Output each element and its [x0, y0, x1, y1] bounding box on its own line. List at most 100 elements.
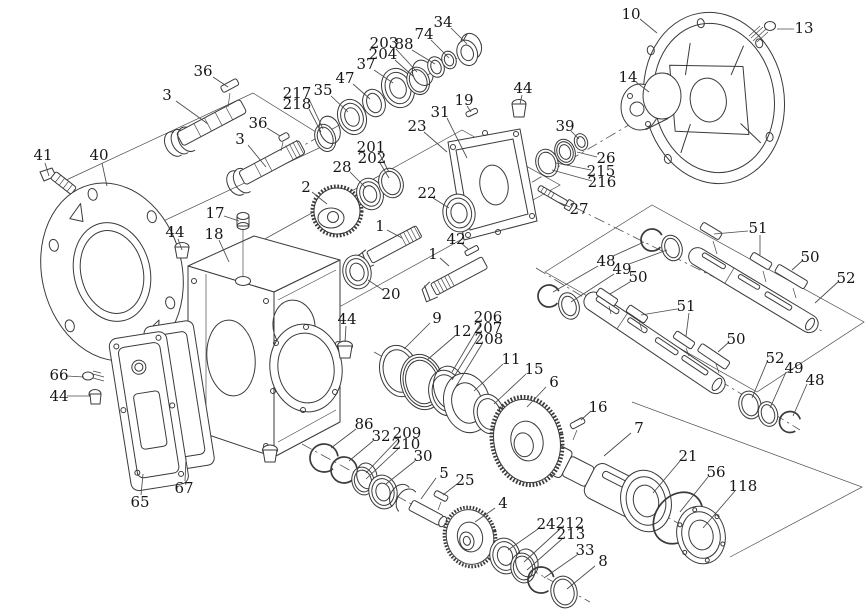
plug-part-44-right [337, 340, 353, 359]
leader-line-1 [386, 229, 403, 239]
seal-part-8 [550, 575, 578, 609]
plug-part-44-far-left [88, 389, 102, 405]
bearing-part-118 [676, 505, 726, 565]
leader-line-56 [679, 476, 709, 513]
callout-label-1: 1 [428, 245, 438, 263]
ring-part-47 [362, 88, 386, 118]
shift-rail-part-52-top [688, 222, 819, 334]
leader-line-26 [576, 151, 598, 158]
callout-label-11: 11 [501, 350, 520, 368]
callout-label-204: 204 [369, 45, 398, 63]
callout-label-44: 44 [49, 387, 68, 405]
end-flange-part-40 [40, 182, 184, 362]
leader-line-52 [814, 281, 839, 304]
bevel-pinion-part-5 [389, 483, 448, 528]
callout-label-4: 4 [498, 494, 508, 512]
leader-line-67 [184, 457, 187, 482]
leader-line-48 [792, 383, 808, 417]
leader-line-206 [451, 322, 482, 373]
callout-label-213: 213 [557, 525, 586, 543]
leader-line-35 [330, 95, 349, 113]
leader-line-204 [394, 59, 415, 78]
callout-label-86: 86 [354, 415, 373, 433]
callout-label-210: 210 [392, 435, 421, 453]
leader-line-41 [44, 162, 50, 177]
leader-line-32 [348, 440, 374, 462]
plug-part-44-left [174, 242, 190, 259]
bearing-part-37 [380, 67, 416, 109]
leader-line-1 [439, 257, 450, 267]
callout-label-17: 17 [205, 204, 224, 222]
callout-label-201: 201 [357, 138, 386, 156]
callout-label-212: 212 [556, 514, 585, 532]
leader-line-212 [523, 528, 561, 563]
leader-line-51 [640, 308, 678, 316]
leader-line-218 [308, 108, 322, 133]
leader-line-37 [373, 69, 394, 84]
leader-line-22 [432, 197, 450, 209]
leader-line-216 [551, 169, 593, 182]
leader-line-44 [519, 94, 523, 105]
callout-label-44: 44 [165, 223, 184, 241]
callout-label-67: 67 [174, 479, 193, 497]
washer-part-74 [441, 50, 457, 70]
plug-part-44-bottom [262, 444, 278, 463]
callout-label-20: 20 [381, 285, 400, 303]
callout-label-9: 9 [432, 309, 442, 327]
leader-line-3 [175, 100, 209, 125]
callout-label-208: 208 [475, 330, 504, 348]
leader-line-208 [454, 343, 483, 389]
leader-line-217 [308, 98, 324, 130]
gear-part-2 [310, 184, 364, 238]
leader-line-207 [451, 332, 482, 381]
callout-label-21: 21 [678, 447, 697, 465]
leader-line-44 [344, 325, 347, 343]
breather-plug-part-17 [236, 212, 250, 277]
callout-label-44: 44 [513, 79, 532, 97]
callout-label-118: 118 [729, 477, 758, 495]
leader-line-215 [555, 162, 592, 171]
leader-line-20 [367, 279, 384, 291]
leader-line-49 [769, 371, 787, 409]
callout-label-56: 56 [706, 463, 725, 481]
leader-line-21 [652, 460, 681, 494]
leader-line-28 [349, 171, 367, 189]
callout-label-32: 32 [371, 427, 390, 445]
bolt-part-66 [82, 370, 105, 382]
leader-line-201 [378, 152, 390, 173]
callout-label-14: 14 [618, 68, 637, 86]
key-part-16 [569, 417, 586, 430]
callout-label-19: 19 [454, 91, 473, 109]
leader-line-118 [702, 490, 736, 529]
callout-label-24: 24 [536, 515, 555, 533]
bearing-part-28 [356, 177, 384, 211]
bearing-part-30 [368, 474, 398, 510]
circlip-part-86 [309, 443, 339, 473]
leader-line-24 [507, 528, 539, 551]
washer-part-49-top [661, 234, 683, 262]
leader-line-33 [543, 554, 578, 579]
callout-label-65: 65 [130, 493, 149, 511]
callout-label-217: 217 [283, 84, 312, 102]
shift-rail-part-52-lower [583, 287, 731, 395]
callout-label-3: 3 [162, 86, 172, 104]
bolt-part-41 [39, 167, 77, 195]
pin-part-19 [465, 107, 479, 118]
callout-label-49: 49 [784, 359, 803, 377]
callout-label-1: 1 [375, 217, 385, 235]
leader-line-5 [420, 477, 437, 500]
callout-label-27: 27 [569, 200, 588, 218]
gear-part-6 [489, 394, 565, 488]
leader-line-40 [101, 162, 108, 187]
leader-line-50 [609, 281, 631, 295]
leader-line-47 [352, 83, 371, 100]
leader-line-31 [446, 117, 468, 159]
leader-line-11 [473, 363, 504, 392]
leader-line-9 [403, 322, 431, 350]
callout-label-15: 15 [524, 360, 543, 378]
callout-label-51: 51 [676, 297, 695, 315]
callout-label-218: 218 [283, 95, 312, 113]
leader-line-7 [603, 432, 632, 457]
